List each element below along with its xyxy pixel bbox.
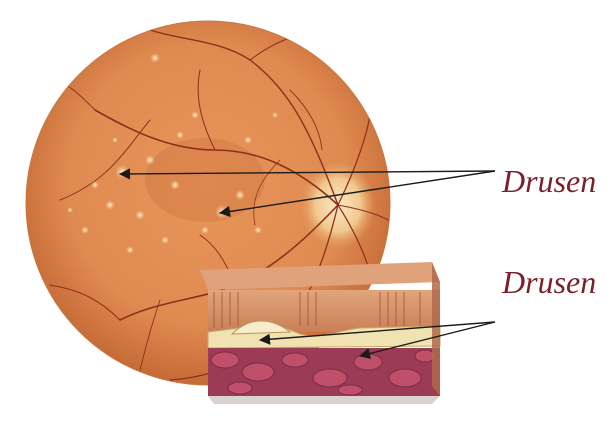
drusen-cross-section-label: Drusen <box>502 264 596 301</box>
cross-section-base <box>208 396 440 404</box>
drusen-fundus-label: Drusen <box>502 163 596 200</box>
cross-section-side-face <box>432 262 440 396</box>
